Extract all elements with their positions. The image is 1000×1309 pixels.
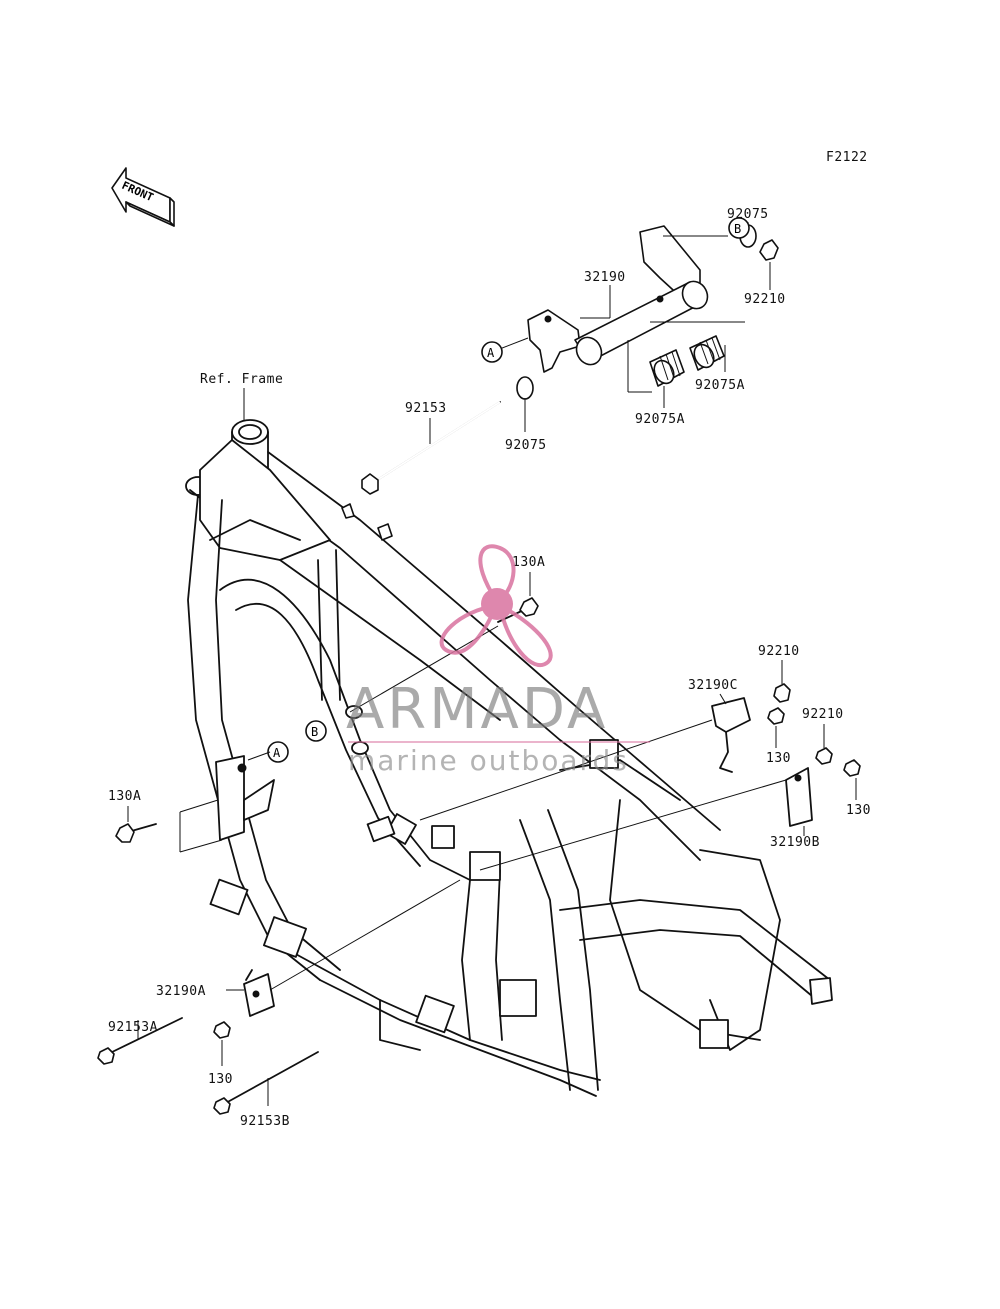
diagram-code: F2122 <box>826 150 868 165</box>
callout-130A-top: 130A <box>512 555 545 570</box>
callout-92153: 92153 <box>405 401 447 416</box>
callout-130-mid: 130 <box>766 751 791 766</box>
bushing-92075A-lower <box>649 349 685 387</box>
front-arrow-icon: FRONT <box>111 167 175 227</box>
ref-circle-b-top: B <box>728 217 750 239</box>
callout-130-bottom: 130 <box>208 1072 233 1087</box>
propeller-logo-icon <box>439 544 553 667</box>
callout-92210-top: 92210 <box>744 292 786 307</box>
armada-watermark: ARMADA marine outboards <box>346 544 650 777</box>
watermark-tagline: marine outboards <box>348 744 629 777</box>
bracket-32190A <box>213 879 461 1066</box>
callout-92210-mid: 92210 <box>758 644 800 659</box>
motorcycle-frame <box>185 419 833 1097</box>
bolt-92153A <box>97 1017 183 1065</box>
nut-92210-top <box>759 239 779 261</box>
callout-92153A: 92153A <box>108 1020 158 1035</box>
ref-frame-label: Ref. Frame <box>200 372 283 387</box>
ref-circle-b-top-label: B <box>734 222 741 236</box>
callout-92075A-right: 92075A <box>695 378 745 393</box>
bolt-92153B <box>213 1051 319 1115</box>
bolt-130A-left <box>115 751 271 853</box>
bracket-32190B <box>479 724 861 871</box>
ref-circle-b-mid-label: B <box>311 725 318 739</box>
ref-circle-a-top-label: A <box>487 346 495 360</box>
bolt-92153 <box>361 401 501 495</box>
callout-32190B: 32190B <box>770 835 820 850</box>
callout-32190C: 32190C <box>688 678 738 693</box>
ref-circle-b-mid: B <box>305 720 327 742</box>
callout-92153B: 92153B <box>240 1114 290 1129</box>
callout-92075-top: 92075 <box>727 207 769 222</box>
bracket-32190C <box>419 660 791 821</box>
callout-32190: 32190 <box>584 270 626 285</box>
callout-92075-mid: 92075 <box>505 438 547 453</box>
watermark-brand: ARMADA <box>346 677 608 742</box>
bushing-92075A-upper <box>689 335 725 371</box>
callout-92075A-bottom: 92075A <box>635 412 685 427</box>
ref-circle-a-top: A <box>481 341 503 363</box>
bolt-130A-top <box>349 572 539 713</box>
callout-130-right: 130 <box>846 803 871 818</box>
ref-circle-a-mid-label: A <box>273 746 281 760</box>
callout-32190A: 32190A <box>156 984 206 999</box>
callout-92210-right: 92210 <box>802 707 844 722</box>
ref-circle-a-mid: A <box>267 741 289 763</box>
washer-92075-mid <box>516 376 534 400</box>
upper-bracket-assembly <box>496 222 779 432</box>
callout-130A-left: 130A <box>108 789 141 804</box>
